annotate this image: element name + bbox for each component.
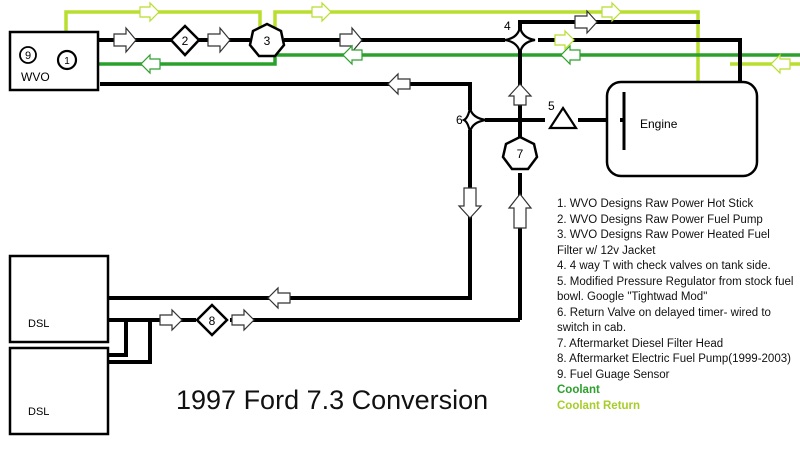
diagram-title: 1997 Ford 7.3 Conversion xyxy=(176,385,489,415)
arrow-right-icon xyxy=(207,26,231,54)
return-valve-component: 6 xyxy=(456,107,487,133)
arrow-right-icon xyxy=(339,26,363,54)
component-2-number: 2 xyxy=(182,34,189,48)
dsl-tank-top-label: DSL xyxy=(28,318,49,330)
coolant-line-main xyxy=(70,53,800,66)
electric-fuel-pump-component: 8 xyxy=(195,303,229,337)
dsl-tank-bottom: DSL xyxy=(8,346,110,436)
legend-item: 1. WVO Designs Raw Power Hot Stick xyxy=(557,198,754,210)
heated-filter-component: 3 xyxy=(248,22,286,58)
arrow-down-icon xyxy=(457,187,483,219)
legend: 1. WVO Designs Raw Power Hot Stick 2. WV… xyxy=(557,197,797,414)
legend-item: 4. 4 way T with check valves on tank sid… xyxy=(557,260,771,272)
legend-item: 7. Aftermarket Diesel Filter Head xyxy=(557,337,724,350)
arrow-right-icon xyxy=(113,26,137,54)
coolant-lines xyxy=(70,53,800,66)
four-way-t-component: 4 xyxy=(504,19,536,54)
component-6-number: 6 xyxy=(456,113,463,127)
engine-block: Engine xyxy=(605,80,759,178)
legend-item: 8. Aftermarket Electric Fuel Pump(1999-2… xyxy=(557,353,791,365)
arrow-up-icon xyxy=(507,193,533,229)
fuel-line-return-wvo xyxy=(100,82,472,110)
coolant-return-arrow-icon xyxy=(601,1,622,23)
coolant-return-line-wvo xyxy=(64,10,262,45)
diesel-filter-head-component: 7 xyxy=(501,135,539,171)
component-4-number: 4 xyxy=(504,19,511,33)
arrow-left-icon xyxy=(387,72,411,96)
component-1-number: 1 xyxy=(64,56,70,67)
dsl-tank-bottom-label: DSL xyxy=(28,406,49,418)
pressure-regulator-component: 5 xyxy=(547,99,579,130)
flow-arrows xyxy=(113,9,598,332)
wvo-tank: 9 WVO 1 xyxy=(8,30,100,92)
legend-item: 2. WVO Designs Raw Power Fuel Pump xyxy=(557,213,763,226)
legend-coolant: Coolant xyxy=(557,384,600,396)
fuel-line-return-dsl xyxy=(108,130,472,300)
hot-stick-icon xyxy=(56,49,78,71)
coolant-return-arrow-icon xyxy=(554,29,575,51)
coolant-arrow-icon xyxy=(140,53,161,75)
dsl-tank-top: DSL xyxy=(8,254,110,344)
arrow-right-icon xyxy=(231,308,255,332)
coolant-return-arrow-icon xyxy=(139,1,160,23)
arrow-right-icon xyxy=(159,308,183,332)
coolant-return-arrow-icon xyxy=(770,53,791,75)
legend-coolant-return: Coolant Return xyxy=(557,399,641,412)
arrow-right-icon xyxy=(574,9,598,35)
coolant-arrow-icon xyxy=(560,44,581,66)
legend-item: 5. Modified Pressure Regulator from stoc… xyxy=(557,275,794,304)
legend-item: 9. Fuel Guage Sensor xyxy=(557,368,670,381)
coolant-return-arrow-icon xyxy=(311,1,332,23)
coolant-arrow-icon xyxy=(342,44,363,66)
fuel-gauge-sensor-badge xyxy=(19,46,37,64)
component-3-number: 3 xyxy=(264,34,271,48)
fuel-line-dsl-bridge-2 xyxy=(108,318,152,364)
arrow-up-icon xyxy=(507,83,533,106)
wvo-tank-label: WVO xyxy=(21,70,50,84)
component-7-number: 7 xyxy=(517,147,524,161)
arrow-left-icon xyxy=(267,286,291,310)
fuel-line-return-top xyxy=(518,20,700,30)
component-5-number: 5 xyxy=(548,99,555,113)
engine-label: Engine xyxy=(640,117,678,131)
fuel-line-dsl-bridge xyxy=(108,318,128,357)
component-9-number: 9 xyxy=(25,50,31,62)
legend-item: 6. Return Valve on delayed timer- wired … xyxy=(557,306,771,335)
component-8-number: 8 xyxy=(209,314,216,328)
legend-item: 3. WVO Designs Raw Power Heated Fuel Fil… xyxy=(557,229,770,257)
fuel-pump-component: 2 xyxy=(169,24,201,57)
